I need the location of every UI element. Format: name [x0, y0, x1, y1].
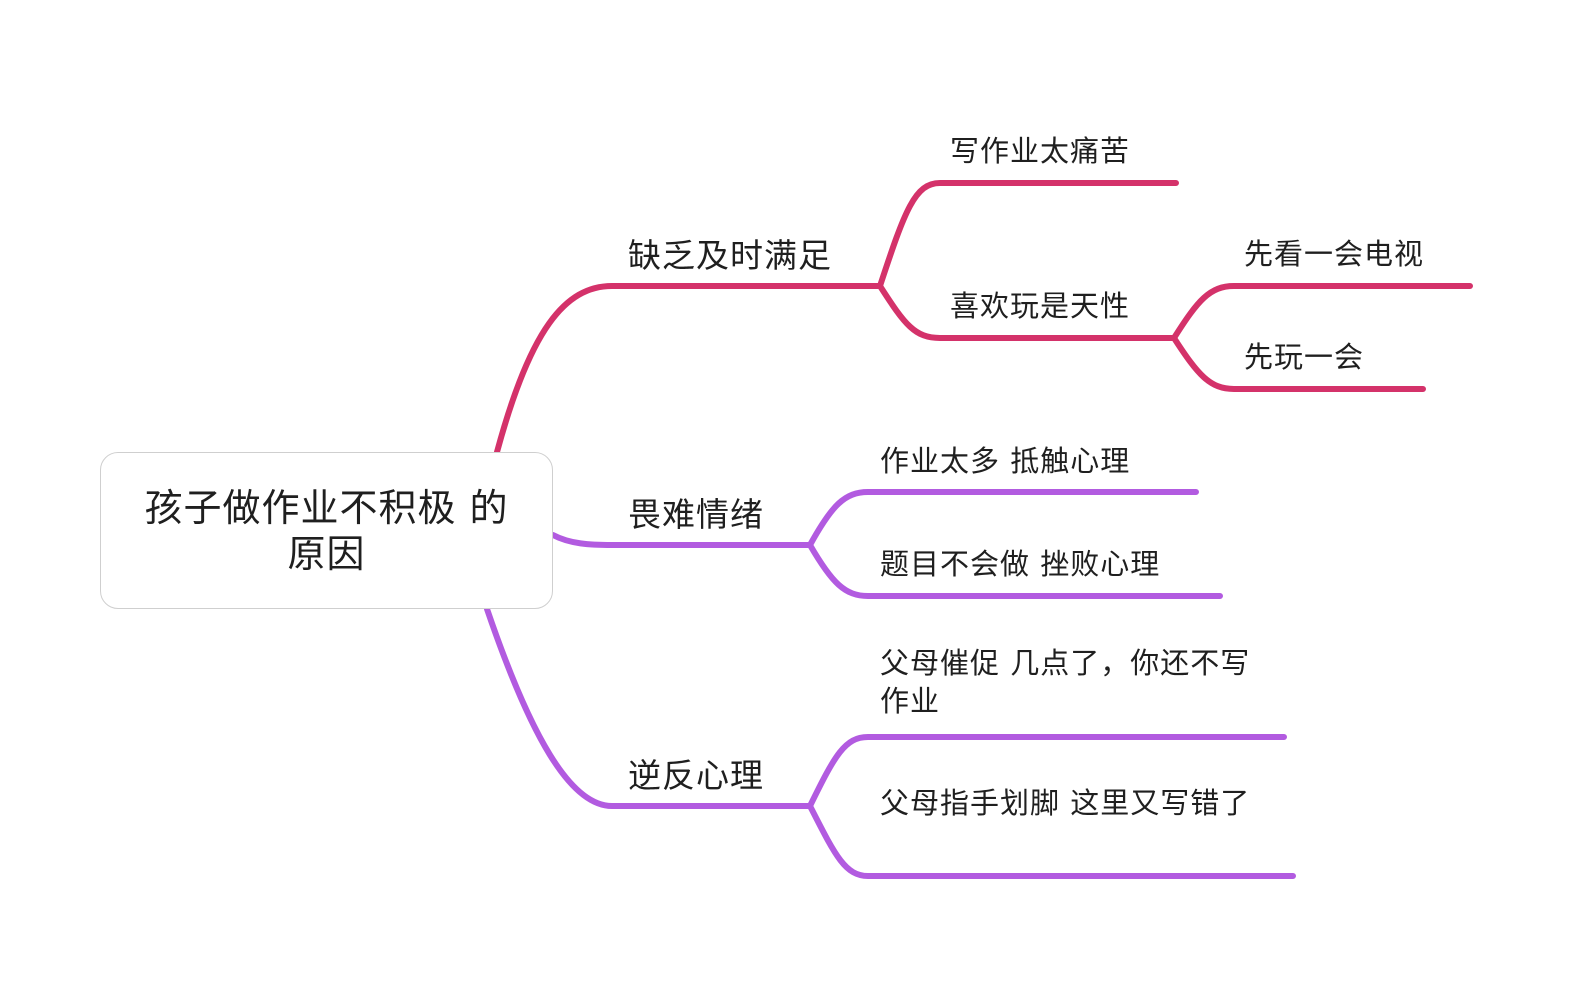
connector-root-to-branch-2 [550, 532, 813, 548]
node-cannot-solve[interactable]: 题目不会做 挫败心理 [880, 547, 1161, 581]
connector-branch-1-to-child-2 [877, 283, 1177, 341]
connector-child-2-to-leaf-1 [1171, 283, 1473, 341]
connector-branch-2-to-child-2 [807, 542, 1223, 599]
node-parents-nitpicking[interactable]: 父母指手划脚 这里又写错了 [880, 786, 1251, 820]
connector-branch-2-to-child-1 [807, 489, 1199, 548]
node-love-to-play[interactable]: 喜欢玩是天性 [950, 289, 1131, 323]
branch-fear-of-difficulty[interactable]: 畏难情绪 [628, 495, 764, 534]
node-homework-painful[interactable]: 写作业太痛苦 [950, 134, 1131, 168]
connector-child-2-to-leaf-2 [1171, 335, 1426, 392]
node-parents-urging[interactable]: 父母催促 几点了，你还不写作业 [880, 646, 1251, 718]
connector-root-to-branch-1 [494, 283, 883, 455]
connector-branch-1-to-child-1 [877, 180, 1179, 289]
root-topic-label: 孩子做作业不积极 的原因 [144, 485, 509, 576]
branch-rebellious-psychology[interactable]: 逆反心理 [628, 756, 764, 795]
connector-branch-3-to-child-1 [807, 734, 1287, 809]
connector-root-to-branch-3 [484, 606, 813, 809]
node-watch-tv-first[interactable]: 先看一会电视 [1244, 237, 1425, 271]
node-play-first[interactable]: 先玩一会 [1244, 340, 1365, 374]
connector-branch-3-to-child-2 [807, 803, 1296, 879]
node-too-much-homework[interactable]: 作业太多 抵触心理 [880, 444, 1131, 478]
branch-lack-instant-gratification[interactable]: 缺乏及时满足 [628, 236, 832, 275]
root-topic-node[interactable]: 孩子做作业不积极 的原因 [100, 452, 553, 609]
